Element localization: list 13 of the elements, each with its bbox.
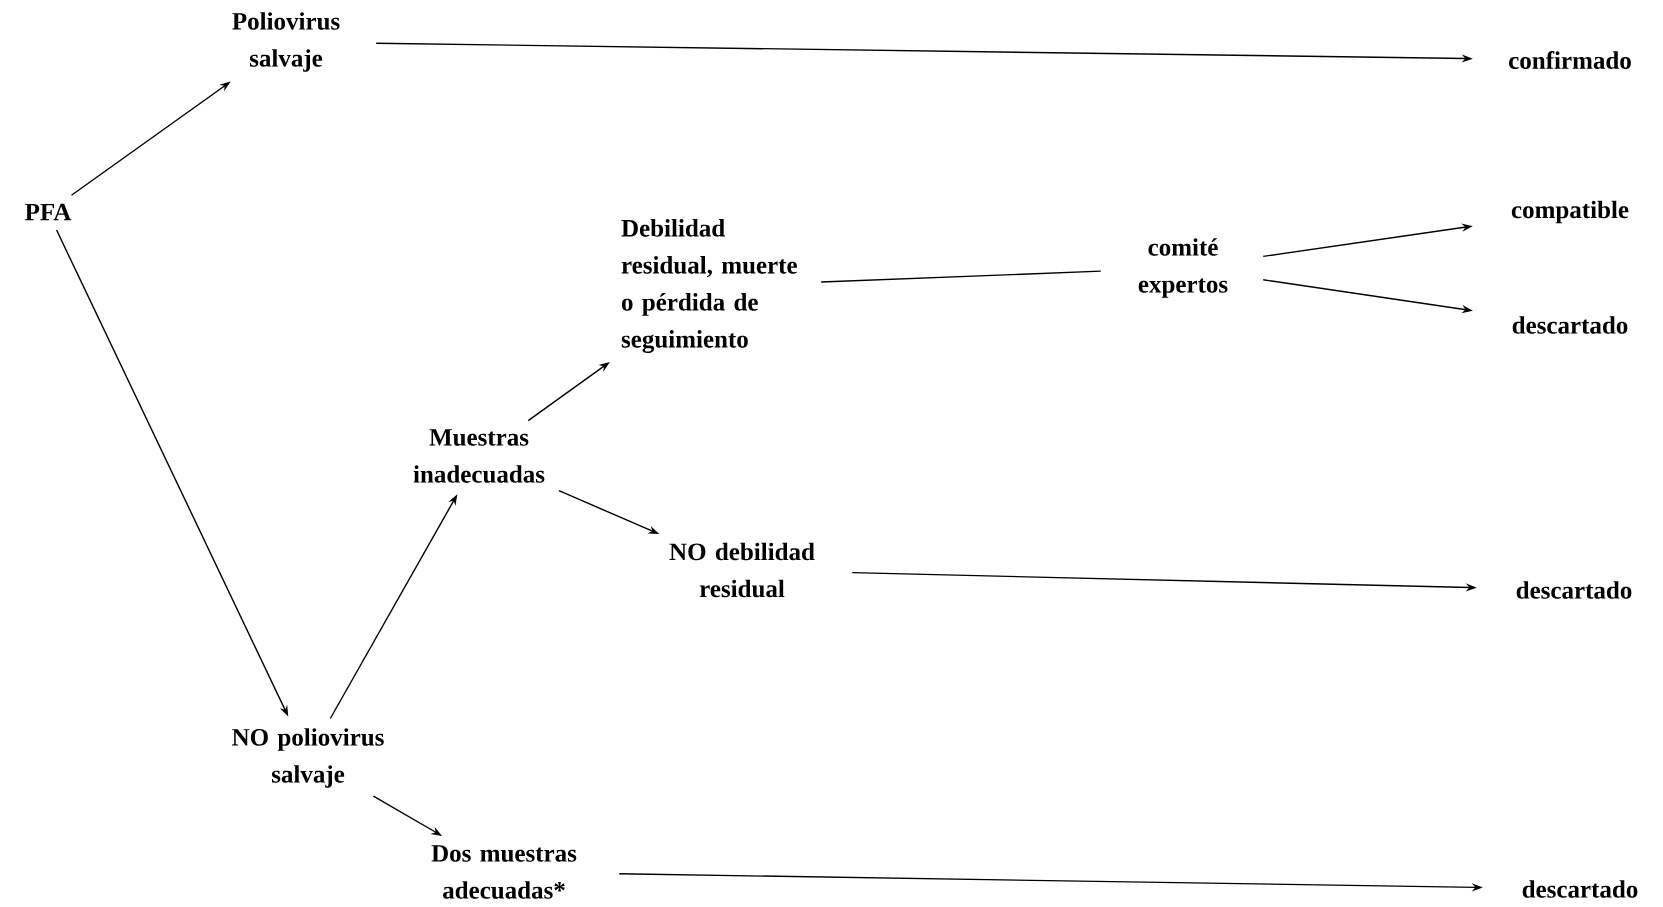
- label-text: descartado: [1522, 880, 1638, 898]
- label-text: NO poliovirus salvaje: [232, 728, 384, 788]
- label-text: descartado: [1516, 581, 1632, 599]
- label-text: comité expertos: [1138, 238, 1228, 298]
- label-text: PFA: [25, 203, 72, 221]
- label-text: Dos muestras adecuadas*: [431, 845, 577, 899]
- label-text: confirmado: [1509, 51, 1631, 69]
- label-text: Poliovirus salvaje: [232, 12, 340, 72]
- label-text: descartado: [1512, 316, 1628, 334]
- label-text: compatible: [1511, 200, 1629, 224]
- label-text: Debilidad residual, muerte o pérdida de seguimiento: [621, 219, 797, 353]
- label-text: Muestras inadecuadas: [413, 429, 545, 483]
- label-text: NO debilidad residual: [669, 542, 815, 598]
